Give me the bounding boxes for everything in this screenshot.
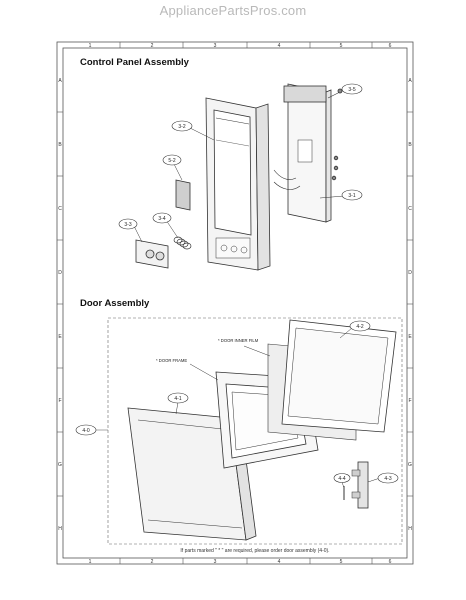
callout-4-2: 4-2 bbox=[356, 324, 363, 330]
callout-4-1: 4-1 bbox=[174, 396, 181, 402]
watermark-text: AppliancePartsPros.com bbox=[159, 3, 307, 18]
label-door-inner-film: * DOOR INNER FILM bbox=[218, 338, 259, 343]
row-label-e-right: E bbox=[408, 334, 412, 340]
control-panel-drawing bbox=[133, 83, 345, 271]
col-label-5-top: 5 bbox=[340, 43, 343, 49]
row-ticks bbox=[57, 111, 413, 497]
door-latch bbox=[357, 461, 369, 509]
callout-bubble-3-5 bbox=[341, 83, 363, 95]
col-label-2-bottom: 2 bbox=[151, 559, 154, 565]
row-label-a-right: A bbox=[408, 78, 412, 84]
row-label-b-left: B bbox=[58, 142, 62, 148]
row-label-b-right: B bbox=[408, 142, 412, 148]
callout-bubble-4-4 bbox=[333, 473, 351, 483]
callout-3-2: 3-2 bbox=[178, 124, 185, 130]
callout-3-4: 3-4 bbox=[158, 216, 165, 222]
callout-4-0: 4-0 bbox=[82, 428, 89, 434]
row-label-f-right: F bbox=[408, 398, 411, 404]
col-label-4-top: 4 bbox=[278, 43, 281, 49]
section-title-control-panel: Control Panel Assembly bbox=[80, 57, 189, 68]
callout-bubble-4-0 bbox=[75, 424, 97, 436]
spring-3-4 bbox=[173, 236, 192, 250]
row-label-d-right: D bbox=[408, 270, 412, 276]
col-label-5-bottom: 5 bbox=[340, 559, 343, 565]
row-label-f-left: F bbox=[58, 398, 61, 404]
control-panel-display bbox=[213, 109, 252, 236]
callout-3-3: 3-3 bbox=[124, 222, 131, 228]
callout-bubble-4-1 bbox=[167, 392, 189, 404]
label-door-frame: * DOOR FRAME bbox=[156, 358, 187, 363]
col-label-2-top: 2 bbox=[151, 43, 154, 49]
column-ticks bbox=[119, 42, 373, 564]
row-label-h-left: H bbox=[58, 526, 62, 532]
col-label-6-top: 6 bbox=[389, 43, 392, 49]
callout-bubble-4-2 bbox=[349, 320, 371, 332]
control-panel-button-strip bbox=[215, 237, 251, 259]
row-label-a-left: A bbox=[58, 78, 62, 84]
callout-bubble-3-4 bbox=[152, 212, 172, 224]
sheet-border-inner bbox=[62, 47, 408, 559]
callout-4-3: 4-3 bbox=[384, 476, 391, 482]
col-label-4-bottom: 4 bbox=[278, 559, 281, 565]
col-label-1-bottom: 1 bbox=[89, 559, 92, 565]
callout-3-5: 3-5 bbox=[348, 87, 355, 93]
col-label-3-top: 3 bbox=[214, 43, 217, 49]
control-panel-front-edge bbox=[255, 103, 271, 271]
spec-sheet-5-2 bbox=[175, 179, 191, 211]
door-assembly-dashed-box bbox=[107, 317, 403, 545]
footnote-order-door-assembly: If parts marked " * " are required, plea… bbox=[180, 548, 330, 554]
callout-3-1: 3-1 bbox=[348, 193, 355, 199]
row-label-g-left: G bbox=[58, 462, 62, 468]
callout-bubble-4-3 bbox=[377, 472, 399, 484]
row-label-e-left: E bbox=[58, 334, 62, 340]
col-label-6-bottom: 6 bbox=[389, 559, 392, 565]
callout-5-2: 5-2 bbox=[168, 158, 175, 164]
col-label-1-top: 1 bbox=[89, 43, 92, 49]
col-label-3-bottom: 3 bbox=[214, 559, 217, 565]
callout-bubble-3-3 bbox=[118, 218, 138, 230]
section-title-door: Door Assembly bbox=[80, 298, 150, 309]
sheet-border-outer bbox=[56, 41, 414, 565]
row-label-g-right: G bbox=[408, 462, 412, 468]
callout-bubble-3-2 bbox=[171, 120, 193, 132]
row-label-d-left: D bbox=[58, 270, 62, 276]
callout-bubble-5-2 bbox=[162, 154, 182, 166]
row-label-h-right: H bbox=[408, 526, 412, 532]
door-drawing bbox=[127, 319, 397, 541]
callout-4-4: 4-4 bbox=[338, 476, 345, 482]
callout-bubble-3-1 bbox=[341, 189, 363, 201]
row-label-c-left: C bbox=[58, 206, 62, 212]
row-label-c-right: C bbox=[408, 206, 412, 212]
